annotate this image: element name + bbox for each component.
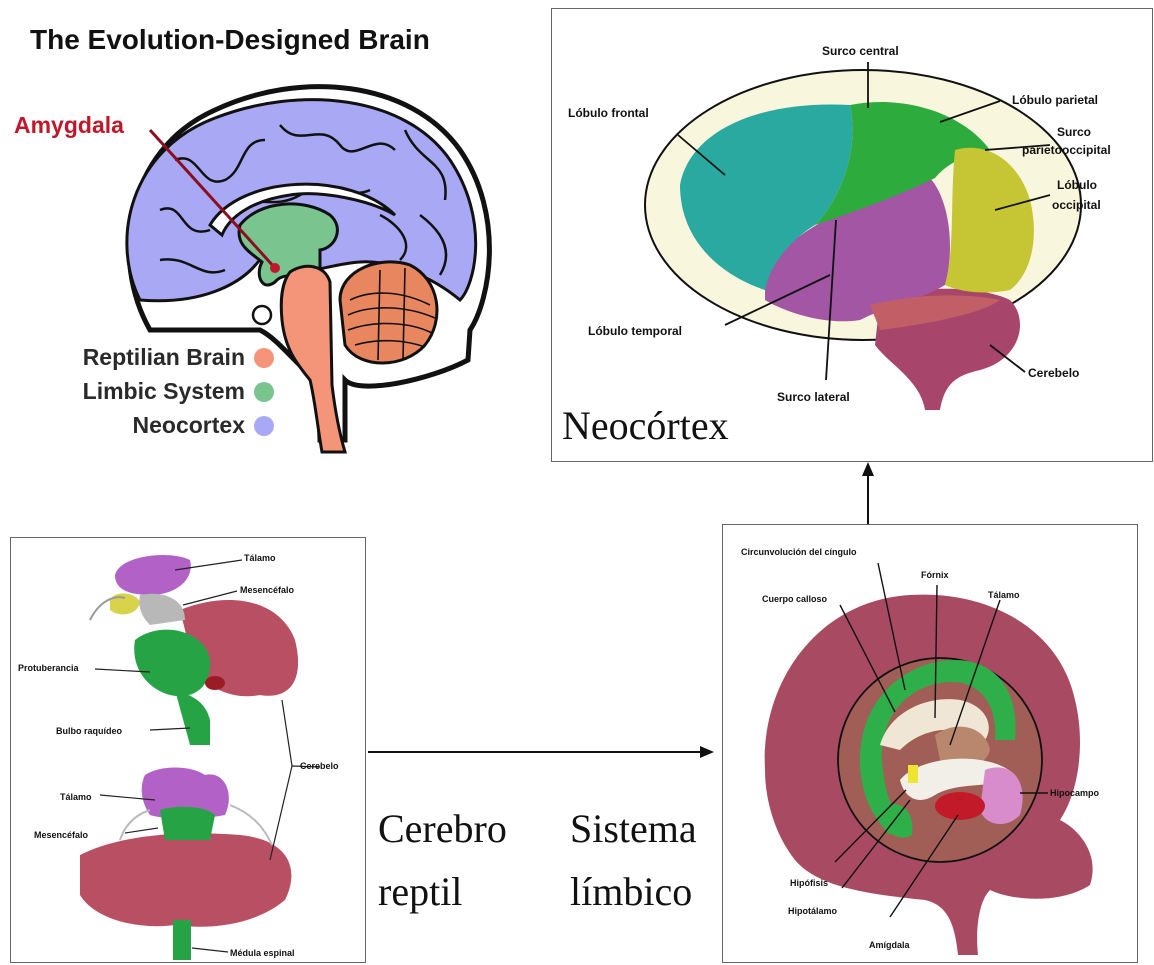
label-hipocampo: Hipocampo <box>1050 788 1099 798</box>
label-hipofisis: Hipófisis <box>790 878 828 888</box>
label-cingulo: Circunvolución del cíngulo <box>741 547 857 557</box>
label-talamo-limbic: Tálamo <box>988 590 1020 600</box>
label-amigdala: Amígdala <box>869 940 910 950</box>
label-fornix: Fórnix <box>921 570 949 580</box>
label-cuerpo-calloso: Cuerpo calloso <box>762 594 827 604</box>
label-hipotalamo: Hipotálamo <box>788 906 837 916</box>
